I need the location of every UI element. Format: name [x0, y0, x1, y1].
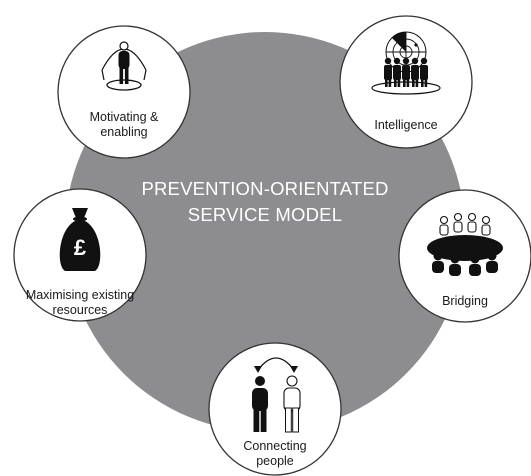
- money-bag-symbol: £: [74, 235, 87, 260]
- node-connecting-label-line2: people: [256, 454, 294, 468]
- node-connecting-circle: [208, 342, 342, 476]
- node-connecting-label: Connecting people: [225, 439, 325, 469]
- node-connecting: [208, 342, 342, 476]
- node-intelligence-label: Intelligence: [356, 118, 456, 133]
- person-spotlight-icon: [101, 41, 147, 91]
- two-people-exchange-icon: [252, 357, 301, 433]
- node-bridging-label: Bridging: [420, 294, 510, 309]
- radar-group-icon: [371, 31, 441, 95]
- node-connecting-label-line1: Connecting: [243, 439, 307, 453]
- node-maximising-label-line2: resources: [52, 303, 108, 317]
- center-title: PREVENTION-ORIENTATED SERVICE MODEL: [105, 176, 425, 228]
- node-motivating-label-line2: enabling: [100, 125, 148, 139]
- center-title-line2: SERVICE MODEL: [187, 204, 343, 225]
- node-motivating-label-line1: Motivating &: [89, 110, 159, 124]
- node-bridging: [398, 189, 531, 323]
- node-motivating-label: Motivating & enabling: [74, 110, 174, 140]
- node-maximising-label: Maximising existing resources: [15, 288, 145, 318]
- center-title-line1: PREVENTION-ORIENTATED: [141, 178, 389, 199]
- node-motivating: [57, 25, 191, 159]
- round-table-icon: [427, 212, 503, 276]
- node-maximising-label-line1: Maximising existing: [25, 288, 135, 302]
- node-bridging-label-line1: Bridging: [442, 294, 488, 308]
- node-maximising: £: [13, 188, 147, 322]
- node-intelligence-label-line1: Intelligence: [374, 118, 438, 132]
- node-motivating-circle: [57, 25, 191, 159]
- money-bag-pound-icon: £: [59, 208, 101, 271]
- node-intelligence: [339, 15, 473, 149]
